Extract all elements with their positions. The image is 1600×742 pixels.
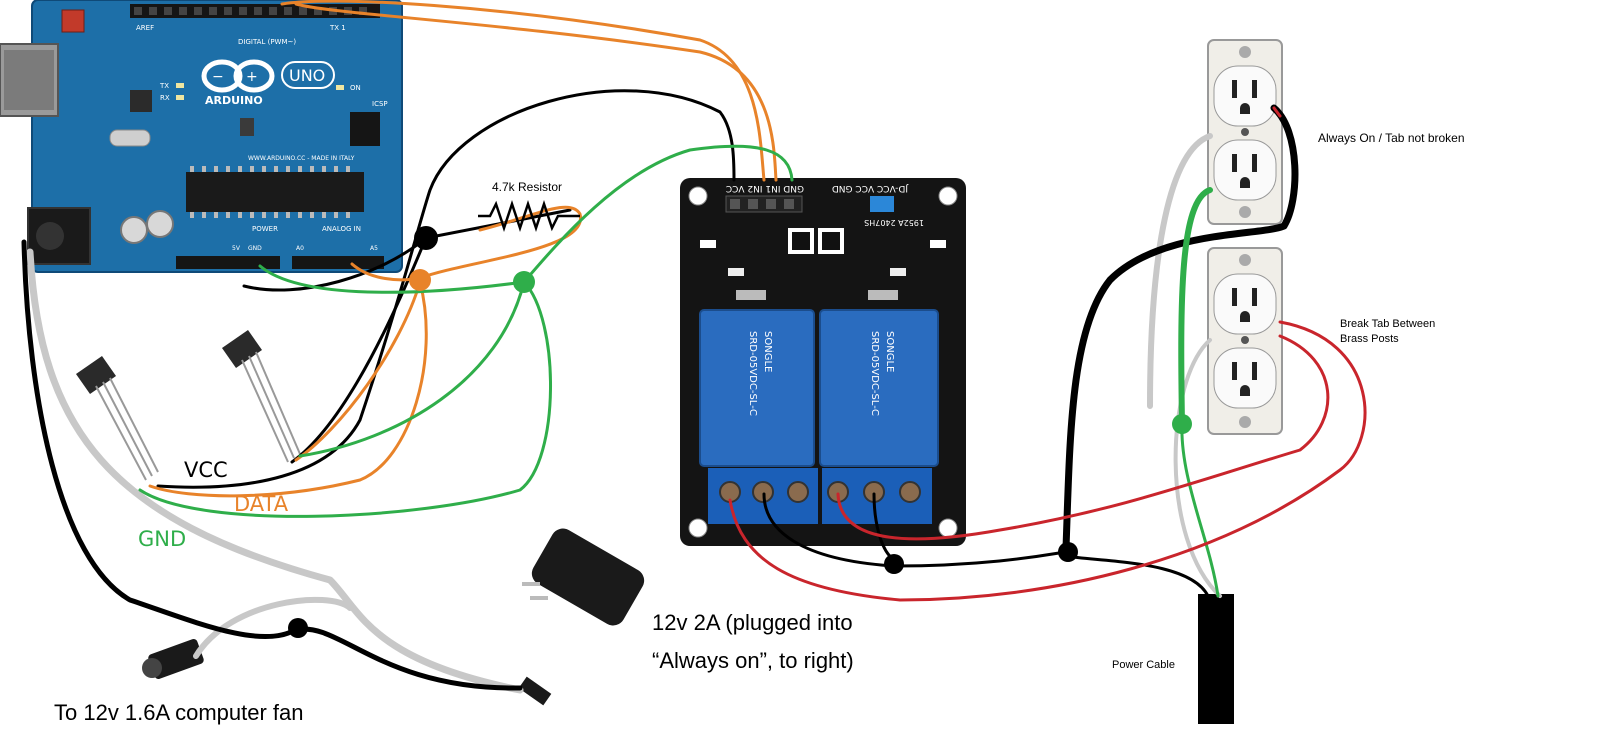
pin-label-a0: A0 (296, 245, 304, 252)
break-tab-label-line1: Break Tab Between (1340, 318, 1436, 330)
orange-wire (294, 280, 422, 462)
data-label: DATA (234, 492, 289, 516)
power-adapter (522, 528, 645, 626)
orange-wire (294, 2, 778, 182)
green-junction-dot (513, 271, 535, 293)
red-wire (836, 334, 1330, 541)
relay-board-code: 1952A 2407HS (864, 218, 924, 227)
power-cable-label: Power Cable (1112, 659, 1175, 671)
resistor (478, 200, 580, 232)
arduino-brand: ARDUINO (205, 94, 263, 107)
red-wire (728, 320, 1367, 602)
fan-barrel-plug (142, 639, 204, 679)
icsp-label: ICSP (372, 100, 388, 108)
adapter-label-line2: “Always on”, to right) (652, 648, 854, 673)
relay-1-brand: SONGLE (762, 331, 773, 372)
power-header-label: POWER (252, 225, 278, 233)
vcc-label: VCC (184, 458, 228, 482)
relay-input-pin-labels: GND IN1 IN2 VCC (726, 183, 804, 193)
green-wire (298, 280, 526, 458)
pin-label-gnd: GND (248, 245, 262, 252)
crystal (109, 129, 151, 147)
capacitor (146, 210, 174, 238)
capacitor (120, 216, 148, 244)
orange-wire (148, 280, 428, 498)
black-junction-dot (414, 226, 438, 250)
pin-label-a5: A5 (370, 245, 378, 252)
relay-cube-2 (819, 309, 939, 467)
relay-2-brand: SONGLE (884, 331, 895, 372)
black-junction-dot (884, 554, 904, 574)
relay-jumper (870, 196, 894, 212)
relay-input-header (725, 195, 803, 213)
green-junction-dot (1172, 414, 1192, 434)
gnd-label: GND (138, 527, 187, 551)
orange-wire (350, 205, 582, 282)
temperature-sensor-right (222, 330, 301, 463)
relay-jumper-pin-labels: JD-VCC VCC GND (832, 183, 909, 193)
green-wire (258, 144, 794, 294)
duplex-outlet-top (1207, 39, 1283, 225)
adapter-barrel-plug (518, 676, 552, 706)
red-wire (1272, 106, 1282, 118)
arduino-logo: − + (201, 59, 275, 93)
gray-wire (1147, 133, 1213, 409)
analog-header (292, 256, 384, 269)
temperature-sensor-left (76, 356, 159, 481)
black-wire (1062, 104, 1299, 552)
relay-cube-1 (699, 309, 815, 467)
gray-wire (193, 596, 353, 659)
gray-wire (1173, 338, 1222, 598)
relay-1-model: SRD-05VDC-SL-C (747, 331, 758, 416)
led-label-tx: TX (159, 82, 169, 90)
fan-label: To 12v 1.6A computer fan (54, 700, 304, 725)
pin-label-tx: TX 1 (329, 24, 346, 32)
arduino-model: UNO (289, 66, 325, 85)
led-label-rx: RX (160, 94, 170, 102)
led-label-on: ON (350, 84, 361, 92)
black-wire (290, 236, 428, 464)
black-junction-dot (288, 618, 308, 638)
relay-module: GND IN1 IN2 VCC JD-VCC VCC GND 1952A 240… (680, 178, 1004, 546)
black-wire (156, 89, 736, 489)
orange-wire (280, 0, 766, 182)
arduino-website: WWW.ARDUINO.CC - MADE IN ITALY (248, 155, 355, 162)
orange-junction-dot (409, 269, 431, 291)
arduino-uno-board: DIGITAL (PWM~) AREF TX 1 − + ARDUINO UNO… (0, 0, 403, 273)
duplex-outlet-bottom (1207, 247, 1283, 435)
power-header (176, 256, 280, 269)
svg-text:+: + (246, 69, 258, 85)
adapter-label-line1: 12v 2A (plugged into (652, 610, 853, 635)
black-junction-dot (1058, 542, 1078, 562)
relay-module-title: 2 Relay Module (986, 414, 1004, 529)
svg-text:−: − (212, 69, 224, 85)
relay-2-model: SRD-05VDC-SL-C (869, 331, 880, 416)
green-wire (1178, 187, 1213, 427)
pin-label-aref: AREF (136, 24, 154, 32)
digital-header-label: DIGITAL (PWM~) (238, 38, 296, 46)
always-on-label: Always On / Tab not broken (1318, 131, 1465, 145)
black-wire (242, 208, 572, 292)
black-wire (21, 239, 523, 691)
atmega-chip (186, 172, 364, 212)
break-tab-label-line2: Brass Posts (1340, 333, 1399, 345)
icsp-header (350, 112, 380, 146)
green-wire (1180, 422, 1220, 598)
green-wire (138, 280, 552, 518)
gray-wire (26, 248, 524, 694)
pin-label-5v: 5V (232, 245, 241, 252)
analog-header-label: ANALOG IN (322, 225, 361, 233)
power-cable (1198, 594, 1234, 724)
resistor-label: 4.7k Resistor (492, 180, 563, 194)
black-wire (1064, 554, 1210, 598)
reset-button (61, 9, 85, 33)
